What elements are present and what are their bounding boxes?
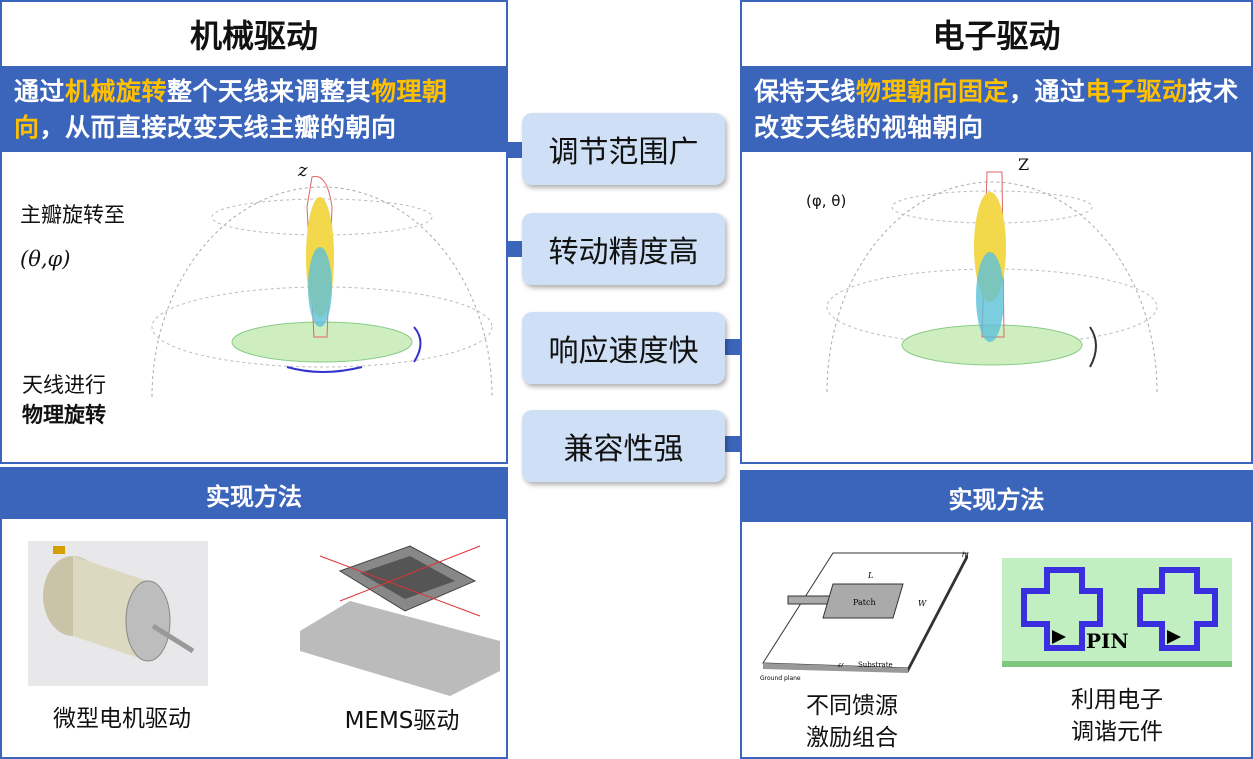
substrate-label: Substrate bbox=[858, 661, 893, 669]
mechanical-methods: 实现方法 微型电机驱动 MEMS驱动 bbox=[0, 467, 508, 759]
method-motor: 微型电机驱动 bbox=[53, 706, 191, 732]
feature-response: 响应速度快 bbox=[522, 312, 725, 384]
length-label: L bbox=[867, 571, 873, 580]
mechanical-radiation-pattern bbox=[151, 175, 493, 398]
desc-highlight: 物理朝向 bbox=[14, 77, 448, 142]
desc-text: 整个天线来调整其 bbox=[167, 77, 372, 106]
methods-header: 实现方法 bbox=[742, 472, 1251, 522]
method-feed-combination: 不同馈源 激励组合 bbox=[806, 693, 898, 751]
methods-header: 实现方法 bbox=[2, 469, 506, 519]
axis-z: Z bbox=[1018, 155, 1030, 174]
electronic-title: 电子驱动 bbox=[932, 17, 1061, 55]
label-angle: (θ,φ) bbox=[20, 247, 71, 271]
desc-text: ，通过 bbox=[1009, 77, 1086, 106]
electronic-description: 保持天线物理朝向固定，通过电子驱动技术改变天线的视轴朝向 bbox=[742, 66, 1251, 152]
width-label: W bbox=[918, 599, 927, 608]
desc-text: 技术改变天线的视轴朝向 bbox=[754, 77, 1239, 142]
mechanical-title: 机械驱动 bbox=[189, 17, 318, 55]
mechanical-description: 通过机械旋转整个天线来调整其物理朝向，从而直接改变天线主瓣的朝向 bbox=[2, 66, 506, 152]
label-angle: (φ, θ) bbox=[806, 192, 847, 210]
connector bbox=[724, 339, 741, 355]
desc-text: 通过 bbox=[14, 77, 66, 106]
feature-precision: 转动精度高 bbox=[522, 213, 725, 285]
label-phys1: 天线进行 bbox=[22, 373, 106, 397]
axis-z: z bbox=[298, 160, 308, 181]
desc-highlight: 电子驱动 bbox=[1085, 77, 1188, 106]
connector bbox=[724, 436, 741, 452]
ground-label: Ground plane bbox=[760, 675, 801, 682]
electronic-methods: 实现方法 Patch L W h εr Substrate Ground pla… bbox=[740, 470, 1253, 759]
desc-highlight: 机械旋转 bbox=[65, 77, 168, 106]
patch-label: Patch bbox=[853, 598, 876, 607]
motor-image bbox=[28, 541, 208, 686]
permittivity-label: εr bbox=[838, 662, 844, 669]
electronic-radiation-pattern bbox=[826, 171, 1158, 393]
method-tuning-element: 利用电子 调谐元件 bbox=[1071, 687, 1163, 745]
mechanical-panel: 机械驱动 通过机械旋转整个天线来调整其物理朝向，从而直接改变天线主瓣的朝向 主瓣… bbox=[0, 0, 508, 464]
feature-range: 调节范围广 bbox=[522, 113, 725, 185]
connector bbox=[506, 241, 523, 257]
desc-text: ，从而直接改变天线主瓣的朝向 bbox=[39, 113, 397, 142]
feature-compatibility: 兼容性强 bbox=[522, 410, 725, 482]
mems-image bbox=[300, 545, 500, 696]
patch-antenna-image: Patch L W h εr Substrate Ground plane bbox=[760, 551, 969, 682]
label-rotate: 主瓣旋转至 bbox=[20, 203, 125, 227]
method-mems: MEMS驱动 bbox=[344, 708, 460, 734]
desc-highlight: 物理朝向固定 bbox=[856, 77, 1010, 106]
height-label: h bbox=[962, 551, 966, 559]
connector bbox=[506, 142, 523, 158]
pin-label: PIN bbox=[1086, 629, 1129, 653]
pin-diode-image: PIN bbox=[1002, 558, 1232, 667]
electronic-panel: 电子驱动 保持天线物理朝向固定，通过电子驱动技术改变天线的视轴朝向 (φ, θ)… bbox=[740, 0, 1253, 464]
label-phys2: 物理旋转 bbox=[22, 403, 106, 427]
desc-text: 保持天线 bbox=[754, 77, 857, 106]
